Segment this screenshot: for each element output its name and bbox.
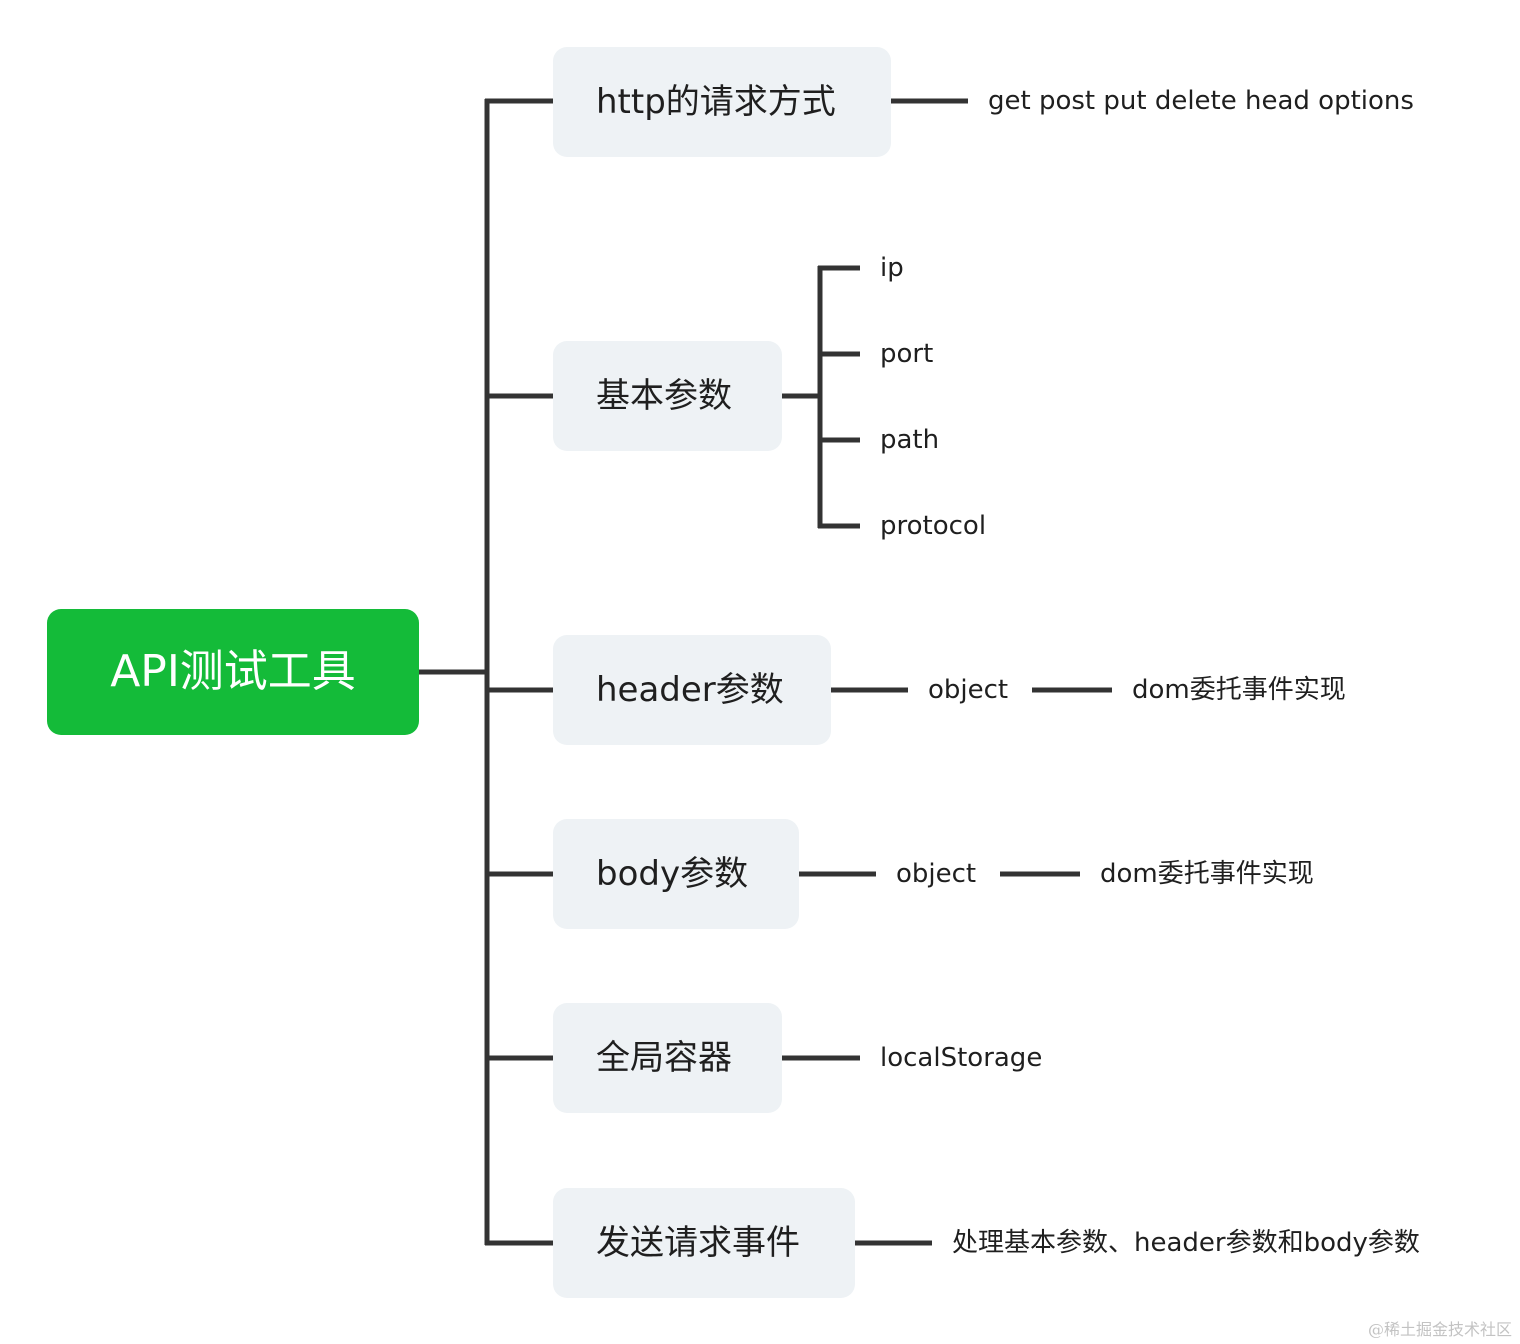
leaf-header-object[interactable]: object — [928, 675, 1009, 705]
branch-body-params[interactable]: body参数 — [553, 819, 799, 929]
branch-send-request[interactable]: 发送请求事件 — [553, 1188, 855, 1298]
leaf-protocol[interactable]: protocol — [880, 511, 987, 541]
leaf-body-object[interactable]: object — [896, 859, 977, 889]
branch-label: http的请求方式 — [596, 82, 836, 122]
branch-label: 发送请求事件 — [596, 1223, 800, 1263]
branch-label: header参数 — [596, 670, 784, 710]
leaf-ip[interactable]: ip — [880, 253, 904, 283]
root-label: API测试工具 — [110, 646, 356, 697]
branch-label: 基本参数 — [596, 376, 732, 416]
branch-http-methods[interactable]: http的请求方式 — [553, 47, 891, 157]
leaf-body-dom-delegation[interactable]: dom委托事件实现 — [1100, 859, 1314, 889]
branch-basic-params[interactable]: 基本参数 — [553, 341, 782, 451]
watermark-text: @稀土掘金技术社区 — [1367, 1320, 1512, 1339]
leaf-header-dom-delegation[interactable]: dom委托事件实现 — [1132, 675, 1346, 705]
branch-label: body参数 — [596, 854, 749, 894]
leaf-localstorage[interactable]: localStorage — [880, 1043, 1043, 1073]
leaf-port[interactable]: port — [880, 339, 934, 369]
leaf-send-request-handling[interactable]: 处理基本参数、header参数和body参数 — [952, 1228, 1420, 1258]
leaf-path[interactable]: path — [880, 425, 940, 455]
root-node[interactable]: API测试工具 — [47, 609, 419, 735]
branch-label: 全局容器 — [596, 1038, 732, 1078]
branch-global-container[interactable]: 全局容器 — [553, 1003, 782, 1113]
leaf-http-methods-list[interactable]: get post put delete head options — [988, 86, 1414, 116]
branch-header-params[interactable]: header参数 — [553, 635, 831, 745]
